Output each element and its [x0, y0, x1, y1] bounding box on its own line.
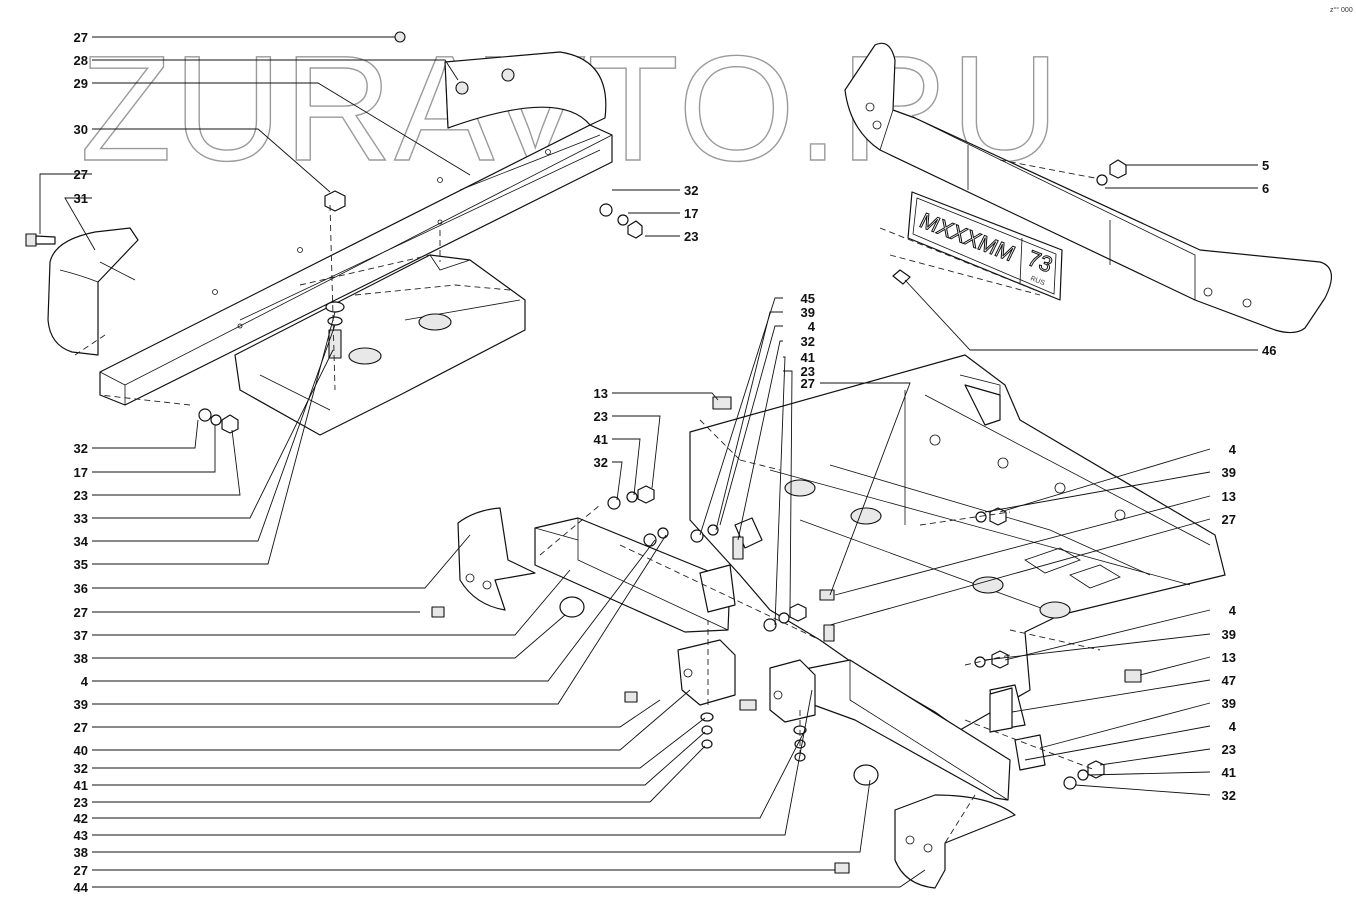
- callout-label: 35: [74, 557, 88, 572]
- callout-label: 34: [74, 534, 89, 549]
- callouts-right-top: 5 6 46: [1262, 158, 1276, 358]
- bumper-end-cap-upper: [444, 51, 607, 129]
- front-hardware: [25, 31, 643, 434]
- callouts-mid-left: 13 23 41 32: [594, 386, 608, 470]
- callout-label: 33: [74, 511, 88, 526]
- callouts-left: 27 28 29 30 27 31 32 17 23 33 34 35 36 27 37 38 4 39 27 40 3…: [74, 30, 89, 895]
- callout-label: 45: [801, 291, 815, 306]
- lower-beam-left: [534, 517, 736, 633]
- callout-label: 23: [684, 229, 698, 244]
- callout-label: 27: [74, 863, 88, 878]
- callout-label: 41: [594, 432, 608, 447]
- callout-label: 42: [74, 811, 88, 826]
- callout-label: 32: [74, 441, 88, 456]
- callout-label: 13: [1222, 489, 1236, 504]
- callout-label: 46: [1262, 343, 1276, 358]
- front-bumper-bracket: [234, 254, 526, 436]
- bumper-end-cap-left: [47, 227, 139, 356]
- callout-label: 30: [74, 122, 88, 137]
- callout-label: 23: [801, 364, 815, 379]
- callout-label: 27: [74, 167, 88, 182]
- leader-lines: [39, 36, 1258, 888]
- callout-label: 44: [74, 880, 89, 895]
- front-assembly-lines: [74, 204, 511, 406]
- callout-label: 6: [1262, 181, 1269, 196]
- callouts-right: 4 39 13 27 4 39 13 47 39 4 23 41 32: [1222, 442, 1237, 803]
- callout-label: 29: [74, 76, 88, 91]
- callout-label: 39: [74, 697, 88, 712]
- callout-label: 41: [74, 778, 88, 793]
- callout-label: 39: [1222, 696, 1236, 711]
- callout-label: 43: [74, 828, 88, 843]
- lower-end-cap-right: [894, 794, 1016, 889]
- plate-country: RUS: [1029, 275, 1046, 287]
- callout-label: 38: [74, 651, 88, 666]
- callout-label: 36: [74, 581, 88, 596]
- callout-label: 27: [74, 605, 88, 620]
- callout-label: 4: [81, 674, 89, 689]
- callout-label: 4: [1229, 719, 1237, 734]
- callout-label: 39: [801, 305, 815, 320]
- corner-mark: z°° 000: [1330, 6, 1353, 14]
- rubber-buffers: [559, 596, 879, 786]
- callout-label: 23: [74, 795, 88, 810]
- callout-label: 39: [1222, 627, 1236, 642]
- callout-label: 32: [1222, 788, 1236, 803]
- callout-label: 13: [594, 386, 608, 401]
- callout-label: 27: [74, 30, 88, 45]
- rear-bumper-bar: [844, 42, 1332, 334]
- callout-label: 17: [74, 465, 88, 480]
- callout-label: 23: [74, 488, 88, 503]
- callout-label: 4: [1229, 603, 1237, 618]
- callout-label: 5: [1262, 158, 1269, 173]
- callout-label: 17: [684, 206, 698, 221]
- callout-label: 47: [1222, 673, 1236, 688]
- callout-label: 38: [74, 845, 88, 860]
- callout-label: 32: [74, 761, 88, 776]
- callout-label: 28: [74, 53, 88, 68]
- callout-label: 27: [801, 376, 815, 391]
- rear-hardware: [879, 159, 1127, 301]
- lower-end-cap-left: [457, 507, 536, 611]
- callout-label: 4: [808, 319, 816, 334]
- callout-label: 27: [1222, 512, 1236, 527]
- callout-label: 39: [1222, 465, 1236, 480]
- callout-label: 32: [801, 334, 815, 349]
- callouts-upper-mid: 32 17 23: [684, 183, 698, 244]
- callout-label: 23: [594, 409, 608, 424]
- callout-label: 31: [74, 191, 88, 206]
- callout-label: 4: [1229, 442, 1237, 457]
- callout-label: 32: [594, 455, 608, 470]
- brackets: [734, 384, 1013, 733]
- callout-label: 41: [801, 350, 815, 365]
- callout-label: 41: [1222, 765, 1236, 780]
- callout-label: 40: [74, 743, 88, 758]
- callout-label: 37: [74, 628, 88, 643]
- callout-label: 27: [74, 720, 88, 735]
- callout-label: 13: [1222, 650, 1236, 665]
- callout-label: 32: [684, 183, 698, 198]
- callout-label: 23: [1222, 742, 1236, 757]
